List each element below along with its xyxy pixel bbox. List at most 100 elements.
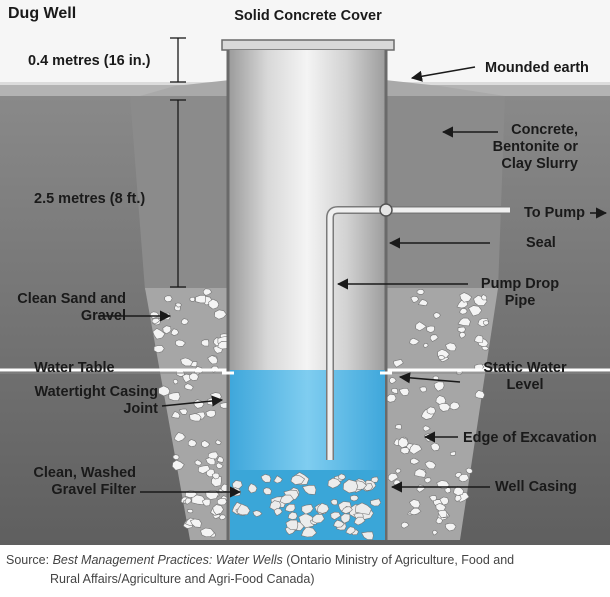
gravel-stone <box>418 299 429 307</box>
gravel-stone <box>438 402 451 412</box>
label-depth: 2.5 metres (8 ft.) <box>34 191 146 207</box>
gravel-stone <box>180 357 194 367</box>
gravel-stone <box>184 383 194 391</box>
gravel-stone <box>214 309 227 320</box>
gravel-stone <box>302 485 317 495</box>
dimension-lines <box>170 37 186 288</box>
filter-stones <box>229 472 382 540</box>
gravel-stone <box>408 499 421 509</box>
gravel-stone <box>260 473 272 483</box>
source-caption: Source: Best Management Practices: Water… <box>6 553 515 586</box>
gravel-stone <box>191 494 206 506</box>
gravel-stone <box>187 508 194 514</box>
gravel-stone <box>435 517 443 525</box>
gravel-stone <box>439 496 449 506</box>
well-water <box>230 370 385 470</box>
gravel-stone <box>151 317 161 325</box>
gravel-stone <box>338 473 346 480</box>
gravel-stone <box>174 302 182 308</box>
gravel-stone <box>211 475 222 488</box>
gravel-stone <box>215 439 222 445</box>
gravel-stone <box>468 305 483 317</box>
gravel-stone <box>430 442 441 452</box>
label-gravel-filter: Clean, Washed Gravel Filter <box>33 465 136 498</box>
gravel-stone <box>416 288 425 295</box>
label-water-table: Water Table <box>34 360 115 376</box>
gravel-stone <box>410 295 420 303</box>
gravel-stone <box>330 511 341 520</box>
gravel-stone <box>409 443 423 455</box>
leader-arrows <box>98 66 608 498</box>
gravel-stone <box>285 519 299 531</box>
gravel-stone <box>398 388 410 397</box>
label-to-pump: To Pump <box>524 205 585 221</box>
gravel-stone <box>449 401 461 411</box>
gravel-stone <box>279 494 295 505</box>
gravel-stone <box>389 376 397 384</box>
label-casing-joint: Watertight Casing Joint <box>34 384 158 417</box>
gravel-stone <box>444 522 457 532</box>
gravel-stone <box>409 337 420 346</box>
gravel-stone <box>458 474 470 483</box>
source-title: Best Management Practices: Water Wells <box>52 553 283 567</box>
gravel-stone <box>284 503 296 513</box>
gravel-stone <box>354 502 372 515</box>
gravel-stone <box>437 509 448 519</box>
gravel-stone <box>300 526 317 538</box>
gravel-stone <box>201 440 210 449</box>
gravel-stone <box>197 465 211 475</box>
gravel-stone <box>248 483 258 494</box>
gravel-stone <box>207 355 218 365</box>
gravel-stone <box>287 511 298 520</box>
gravel-stone <box>208 298 220 310</box>
gravel-stone <box>194 459 203 466</box>
gravel-stone <box>345 526 356 535</box>
gravel-stone <box>202 288 213 296</box>
gravel-stone <box>333 519 345 528</box>
gravel-stone <box>178 408 188 415</box>
gravel-stone <box>424 460 437 470</box>
gravel-stone <box>298 513 316 529</box>
gravel-stone <box>457 317 471 327</box>
gravel-stone <box>370 476 379 483</box>
gravel-stone <box>481 294 488 301</box>
gravel-stone <box>273 475 283 484</box>
gravel-stone <box>340 513 351 524</box>
gravel-stone <box>212 504 224 515</box>
gravel-stone <box>263 487 272 495</box>
gravel-stone <box>162 325 172 335</box>
gravel-stone <box>426 406 436 415</box>
gravel-stone <box>187 439 197 448</box>
gravel-stone <box>170 328 179 336</box>
gravel-stone <box>409 507 422 516</box>
gravel-stone <box>459 331 466 339</box>
gravel-stone <box>445 342 457 352</box>
gravel-stone <box>428 495 438 502</box>
label-static-level: Static Water Level <box>483 360 567 393</box>
gravel-stone <box>290 474 306 485</box>
gravel-stone <box>350 494 359 502</box>
gravel-stone <box>438 354 446 361</box>
gravel-stone <box>459 292 472 303</box>
gravel-stone <box>414 468 427 478</box>
label-excavation: Edge of Excavation <box>463 430 597 446</box>
gravel-stone <box>173 432 186 443</box>
gravel-stone <box>215 462 224 470</box>
gravel-stone <box>273 508 283 516</box>
gravel-stone <box>158 385 171 397</box>
gravel-stone <box>474 334 484 344</box>
gravel-stone <box>465 467 473 474</box>
gravel-stone <box>316 502 330 514</box>
gravel-stone <box>181 318 189 325</box>
gravel-stone <box>395 468 402 474</box>
gravel-stone <box>149 311 160 319</box>
gravel-stone <box>219 514 227 521</box>
gravel-stone <box>327 477 342 489</box>
gravel-stone <box>398 436 409 449</box>
gravel-stone <box>433 381 445 392</box>
gravel-stone <box>432 529 438 536</box>
gravel-stone <box>429 334 439 342</box>
gravel-stone <box>205 409 216 418</box>
gravel-stone <box>453 485 465 496</box>
label-sand-gravel: Clean Sand and Gravel <box>17 291 126 324</box>
